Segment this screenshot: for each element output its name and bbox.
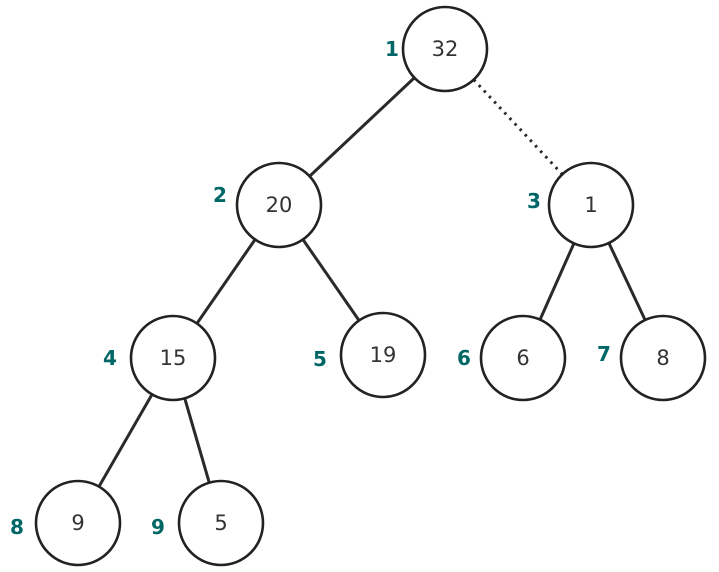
tree-node-5: 19 5 bbox=[313, 311, 427, 399]
node-index-label: 3 bbox=[527, 189, 541, 213]
tree-node-1: 32 1 bbox=[385, 5, 489, 93]
node-value: 20 bbox=[266, 193, 293, 217]
node-value: 6 bbox=[516, 346, 529, 370]
node-circle bbox=[479, 314, 567, 402]
node-circle bbox=[177, 479, 265, 567]
edge-n4-n8 bbox=[97, 392, 154, 489]
node-index-label: 8 bbox=[10, 515, 24, 539]
node-circle bbox=[235, 161, 323, 249]
node-circle bbox=[34, 479, 122, 567]
node-value: 1 bbox=[584, 193, 597, 217]
edge-n3-n7 bbox=[607, 241, 647, 322]
tree-node-3: 13 bbox=[527, 161, 635, 249]
edge-n1-n2 bbox=[308, 76, 416, 178]
tree-node-4: 15 4 bbox=[103, 314, 217, 402]
node-value: 8 bbox=[656, 346, 669, 370]
node-value: 5 bbox=[214, 511, 227, 535]
edge-n3-n6 bbox=[538, 241, 576, 322]
node-index-label: 4 bbox=[103, 346, 117, 370]
edge-n2-n4 bbox=[195, 238, 257, 325]
node-index-label: 5 bbox=[313, 347, 327, 371]
node-value: 9 bbox=[71, 511, 84, 535]
node-index-label: 1 bbox=[385, 37, 399, 61]
edge-n2-n5 bbox=[301, 238, 361, 322]
node-value: 15 bbox=[160, 346, 187, 370]
node-circle bbox=[129, 314, 217, 402]
node-circle bbox=[547, 161, 635, 249]
node-circle bbox=[339, 311, 427, 399]
tree-node-6: 66 bbox=[457, 314, 567, 402]
tree-node-9: 59 bbox=[151, 479, 265, 567]
edge-n1-n3-dotted bbox=[472, 78, 564, 176]
node-index-label: 9 bbox=[151, 515, 165, 539]
node-value: 32 bbox=[432, 37, 459, 61]
edge-n4-n9 bbox=[183, 396, 211, 485]
tree-node-2: 20 2 bbox=[213, 161, 323, 249]
node-index-label: 2 bbox=[213, 183, 227, 207]
node-value: 19 bbox=[370, 343, 397, 367]
edges bbox=[97, 76, 647, 489]
tree-node-7: 87 bbox=[597, 314, 707, 402]
node-index-label: 6 bbox=[457, 346, 471, 370]
node-circle bbox=[401, 5, 489, 93]
tree-node-8: 98 bbox=[10, 479, 122, 567]
node-circle bbox=[619, 314, 707, 402]
node-index-label: 7 bbox=[597, 342, 611, 366]
